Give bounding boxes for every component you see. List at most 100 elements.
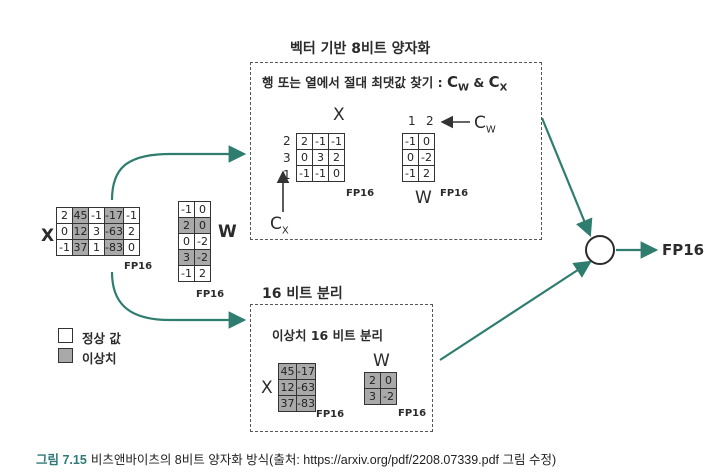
matrix-cell: -1 bbox=[402, 133, 419, 150]
arrow-top-to-plus bbox=[540, 117, 593, 238]
matrix-cell: 0 bbox=[328, 165, 345, 182]
cx-sub: X bbox=[281, 225, 289, 237]
vector-quant-box bbox=[250, 62, 542, 240]
bottom-x-fp-label: FP16 bbox=[316, 409, 345, 420]
top-col-label-1: 1 bbox=[408, 114, 416, 128]
matrix-cell: 45 bbox=[278, 363, 297, 380]
figure-caption-text: 비츠앤바이츠의 8비트 양자화 방식(출처: https://arxiv.org… bbox=[90, 453, 557, 467]
matrix-cell: -1 bbox=[56, 239, 73, 256]
main-x-label: X bbox=[41, 226, 55, 246]
matrix-cell: 0 bbox=[122, 239, 140, 256]
cx-letter: C bbox=[270, 214, 282, 234]
arrow-to-16bit-split bbox=[110, 271, 247, 329]
matrix-cell: -1 bbox=[312, 133, 329, 150]
matrix-cell: 37 bbox=[72, 239, 89, 256]
top-w-label: W bbox=[415, 188, 432, 208]
matrix-cell: 1 bbox=[88, 239, 105, 256]
arrow-to-vector-quant bbox=[110, 145, 247, 201]
arrow-bottom-to-plus bbox=[439, 260, 592, 361]
matrix-cell: -63 bbox=[104, 223, 124, 240]
bottom-w-fp-label: FP16 bbox=[398, 408, 427, 419]
subtitle-cw: C bbox=[446, 73, 458, 91]
matrix-cell: 2 bbox=[328, 149, 345, 166]
matrix-cell: -2 bbox=[418, 149, 435, 166]
legend-outlier-label: 이상치 bbox=[82, 351, 117, 366]
matrix-cell: -2 bbox=[380, 388, 397, 405]
matrix-cell: 0 bbox=[418, 133, 435, 150]
cx-label: CX bbox=[270, 214, 289, 236]
matrix-cell: 0 bbox=[402, 149, 419, 166]
16bit-split-title: 16 비트 분리 bbox=[262, 286, 343, 302]
matrix-cell: 2 bbox=[56, 207, 73, 224]
matrix-cell: -2 bbox=[194, 233, 211, 250]
matrix-cell: -83 bbox=[296, 395, 316, 412]
matrix-cell: 37 bbox=[278, 395, 297, 412]
16bit-split-subtitle: 이상치 16 비트 분리 bbox=[272, 328, 383, 343]
16bit-split-box bbox=[250, 304, 433, 432]
legend-outlier-swatch bbox=[58, 348, 73, 363]
matrix-cell: -2 bbox=[194, 249, 211, 266]
matrix-cell: 0 bbox=[56, 223, 73, 240]
matrix-cell: -1 bbox=[296, 165, 313, 182]
matrix-cell: -1 bbox=[122, 207, 140, 224]
cw-letter: C bbox=[474, 113, 486, 133]
matrix-cell: 0 bbox=[178, 233, 195, 250]
main-w-label: W bbox=[218, 222, 237, 242]
matrix-cell: 12 bbox=[72, 223, 89, 240]
matrix-cell: 3 bbox=[178, 249, 195, 266]
matrix-cell: -1 bbox=[312, 165, 329, 182]
matrix-cell: 0 bbox=[194, 201, 211, 218]
main-w-fp-label: FP16 bbox=[196, 289, 225, 300]
bottom-x-label: X bbox=[261, 378, 273, 398]
top-w-fp-label: FP16 bbox=[440, 188, 469, 199]
matrix-cell: 2 bbox=[194, 265, 211, 282]
matrix-cell: -63 bbox=[296, 379, 316, 396]
matrix-cell: 45 bbox=[72, 207, 89, 224]
matrix-cell: 3 bbox=[88, 223, 105, 240]
matrix-cell: 2 bbox=[296, 133, 313, 150]
subtitle-cx-sub: X bbox=[499, 82, 508, 94]
matrix-cell: -83 bbox=[104, 239, 124, 256]
matrix-cell: 2 bbox=[122, 223, 140, 240]
legend-normal-swatch bbox=[58, 328, 73, 343]
matrix-cell: -1 bbox=[328, 133, 345, 150]
subtitle-prefix: 행 또는 열에서 절대 최댓값 찾기 : bbox=[262, 75, 447, 90]
matrix-cell: -1 bbox=[178, 265, 195, 282]
matrix-cell: 3 bbox=[364, 388, 381, 405]
matrix-cell: 0 bbox=[380, 372, 397, 389]
matrix-cell: -17 bbox=[296, 363, 316, 380]
top-row-label-1: 2 bbox=[283, 134, 291, 148]
vector-quant-subtitle: 행 또는 열에서 절대 최댓값 찾기 : CW & CX bbox=[262, 72, 507, 94]
matrix-cell: 12 bbox=[278, 379, 297, 396]
matrix-cell: 3 bbox=[312, 149, 329, 166]
figure-number: 그림 7.15 bbox=[36, 453, 87, 467]
vector-quant-title: 벡터 기반 8비트 양자화 bbox=[290, 41, 431, 57]
output-label: FP16 bbox=[662, 241, 705, 259]
matrix-cell: -1 bbox=[88, 207, 105, 224]
legend-normal-label: 정상 값 bbox=[82, 331, 121, 346]
matrix-cell: 2 bbox=[178, 217, 195, 234]
cw-sub: W bbox=[485, 124, 496, 136]
subtitle-cx: C bbox=[488, 73, 500, 91]
plus-circle bbox=[585, 235, 615, 265]
top-row-label-3: 1 bbox=[283, 168, 291, 182]
subtitle-cw-sub: W bbox=[457, 82, 470, 94]
top-col-label-2: 2 bbox=[426, 114, 434, 128]
matrix-cell: 2 bbox=[418, 165, 435, 182]
matrix-cell: -17 bbox=[104, 207, 124, 224]
top-x-fp-label: FP16 bbox=[346, 188, 375, 199]
top-row-label-2: 3 bbox=[283, 151, 291, 165]
main-x-fp-label: FP16 bbox=[124, 261, 153, 272]
top-x-label: X bbox=[333, 105, 345, 125]
matrix-cell: -1 bbox=[402, 165, 419, 182]
matrix-cell: 0 bbox=[194, 217, 211, 234]
matrix-cell: 2 bbox=[364, 372, 381, 389]
